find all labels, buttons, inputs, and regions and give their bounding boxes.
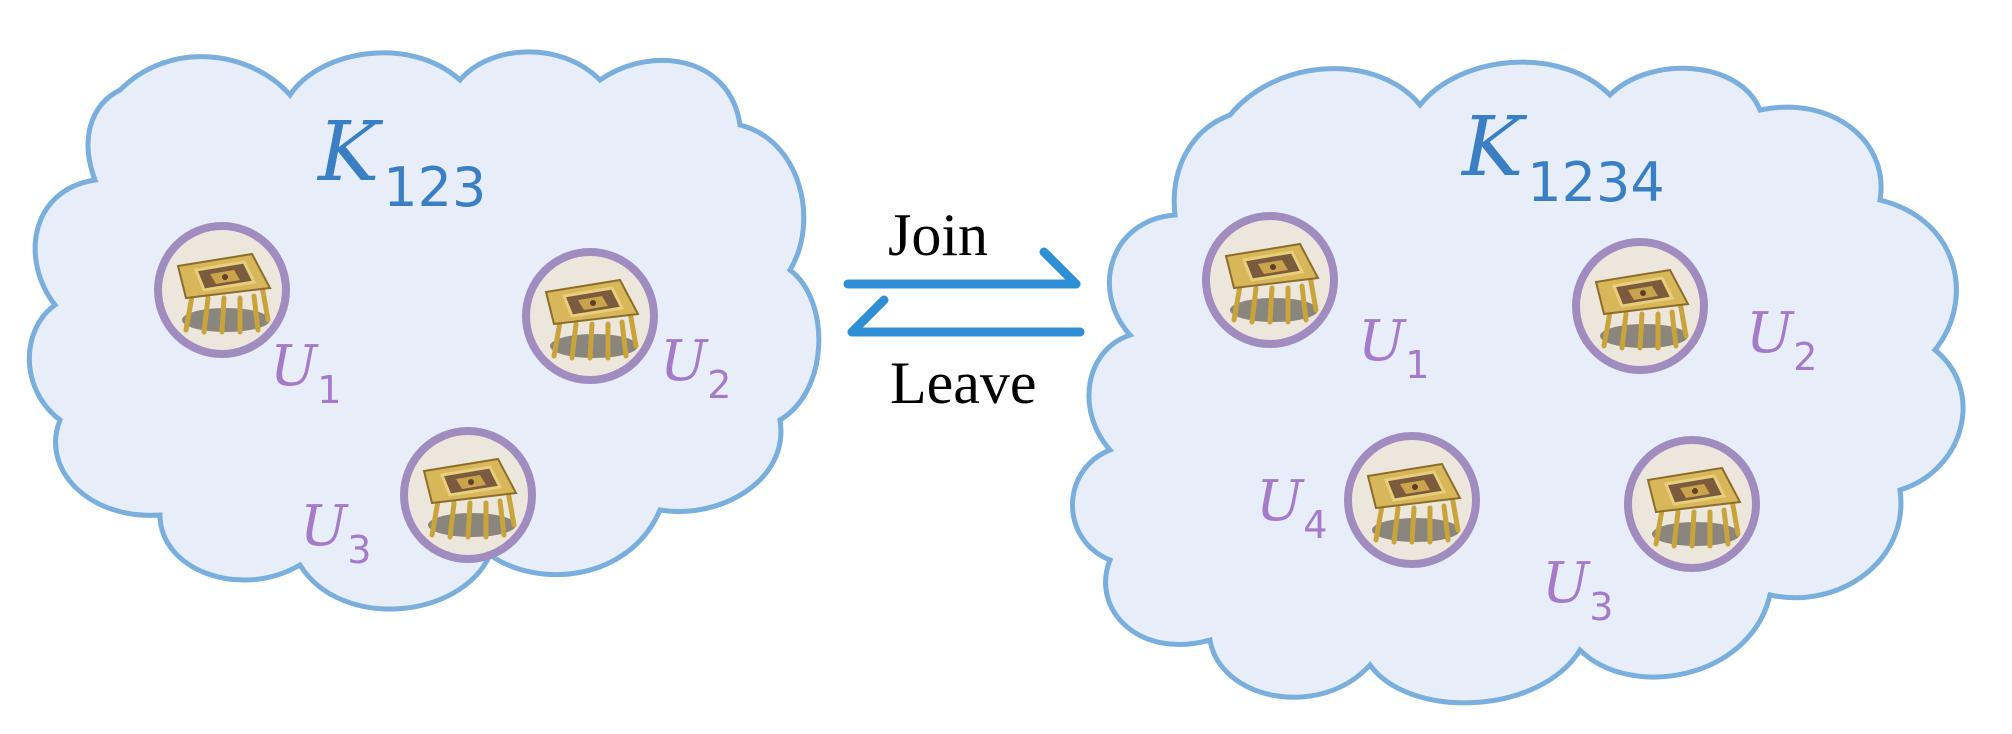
chip-icon xyxy=(404,431,532,559)
left-key-base: K xyxy=(316,105,384,200)
left-node-u2: U2 xyxy=(526,252,731,407)
left-u3-label: U3 xyxy=(300,494,371,572)
right-u1-label: U1 xyxy=(1358,309,1429,387)
left-cloud xyxy=(26,49,822,612)
chip-icon xyxy=(1576,242,1704,370)
right-node-u2: U2 xyxy=(1576,242,1817,379)
left-node-u1: U1 xyxy=(158,226,341,412)
right-node-u4: U4 xyxy=(1256,436,1476,564)
join-label: Join xyxy=(888,202,988,268)
join-arrow xyxy=(843,247,1081,289)
right-key-base: K xyxy=(1460,100,1528,195)
chip-icon xyxy=(1206,216,1334,344)
right-key-subscript: 1234 xyxy=(1527,151,1664,214)
chip-icon xyxy=(158,226,286,354)
left-node-u3: U3 xyxy=(300,431,532,572)
left-key-subscript: 123 xyxy=(383,156,486,219)
right-node-u3: U3 xyxy=(1542,440,1756,629)
leave-arrow xyxy=(847,295,1085,337)
left-u1-label: U1 xyxy=(270,334,341,412)
right-u2-label: U2 xyxy=(1746,301,1817,379)
right-key-label: K1234 xyxy=(1460,100,1665,214)
right-node-u1: U1 xyxy=(1206,216,1429,387)
left-key-label: K123 xyxy=(316,105,486,219)
chip-icon xyxy=(1348,436,1476,564)
right-u3-label: U3 xyxy=(1542,551,1613,629)
chip-icon xyxy=(1628,440,1756,568)
left-u2-label: U2 xyxy=(660,329,731,407)
chip-icon xyxy=(526,252,654,380)
right-u4-label: U4 xyxy=(1256,469,1327,547)
leave-label: Leave xyxy=(890,350,1037,416)
